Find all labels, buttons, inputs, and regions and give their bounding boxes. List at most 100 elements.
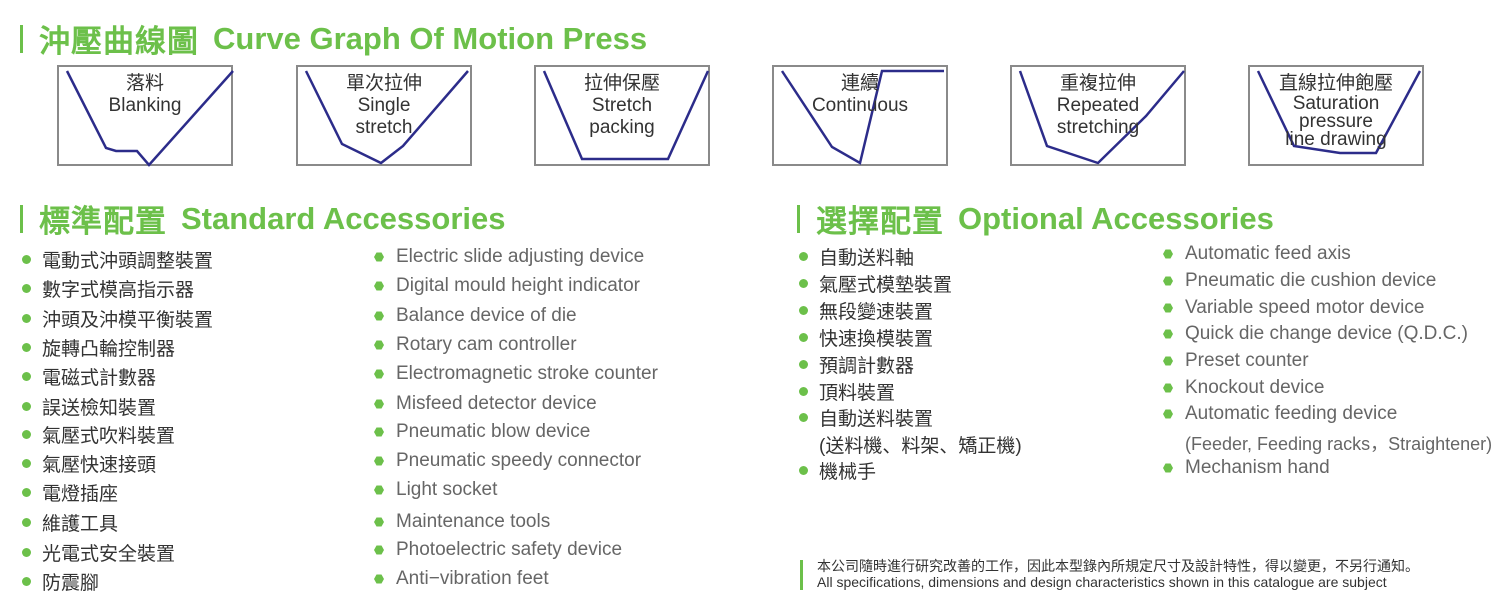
curve-box-saturation-pressure: 直線拉伸飽壓 Saturation pressure line drawing	[1248, 65, 1424, 166]
bullet-icon	[799, 306, 808, 315]
list-item: 機械手	[799, 457, 876, 484]
list-item: Pneumatic blow device	[374, 421, 590, 443]
bullet-icon	[22, 343, 31, 352]
bullet-icon	[799, 387, 808, 396]
bullet-icon	[22, 372, 31, 381]
curve-label-en: Continuous	[811, 95, 909, 116]
standard-title-zh: 標準配置	[39, 204, 167, 239]
bullet-icon	[22, 430, 31, 439]
bullet-icon	[799, 466, 808, 475]
list-item: 光電式安全裝置	[22, 539, 175, 566]
curve-title-en: Curve Graph Of Motion Press	[213, 20, 648, 56]
list-item: Electric slide adjusting device	[374, 246, 644, 268]
optional-title-zh: 選擇配置	[816, 204, 944, 239]
bullet-icon	[374, 427, 384, 437]
curve-label-en: packing	[589, 117, 655, 138]
bullet-icon	[22, 314, 31, 323]
list-item: Mechanism hand	[1163, 457, 1330, 479]
curve-label-en: pressure	[1299, 111, 1373, 132]
list-item: Anti−vibration feet	[374, 568, 549, 590]
bullet-icon	[1163, 329, 1173, 339]
list-item: 旋轉凸輪控制器	[22, 334, 175, 361]
curve-section-title: 沖壓曲線圖 Curve Graph Of Motion Press	[20, 16, 647, 61]
standard-title-en: Standard Accessories	[181, 200, 506, 236]
list-item: Variable speed motor device	[1163, 297, 1424, 319]
curve-box-continuous: 連續 Continuous	[772, 65, 948, 166]
curve-label-zh: 單次拉伸	[345, 73, 422, 94]
list-item: 自動送料軸	[799, 243, 914, 270]
curve-box-stretch-packing: 拉伸保壓 Stretch packing	[534, 65, 710, 166]
curve-label-en: stretching	[1056, 117, 1140, 138]
bullet-icon	[374, 252, 384, 262]
curve-label-en: Repeated	[1056, 95, 1140, 116]
curve-label-zh: 重複拉伸	[1059, 73, 1136, 94]
bullet-icon	[1163, 356, 1173, 366]
list-item: Balance device of die	[374, 305, 577, 327]
list-item: 維護工具	[22, 509, 118, 536]
bullet-icon	[374, 545, 384, 555]
list-item: Digital mould height indicator	[374, 275, 640, 297]
curve-label-en: Single	[357, 95, 411, 116]
list-item: 自動送料裝置	[799, 404, 933, 431]
list-item: Rotary cam controller	[374, 334, 577, 356]
bullet-icon	[1163, 249, 1173, 259]
list-item: 無段變速裝置	[799, 297, 933, 324]
bullet-icon	[22, 518, 31, 527]
bullet-icon	[799, 279, 808, 288]
list-item: 快速換模裝置	[799, 324, 933, 351]
optional-section-title: 選擇配置 Optional Accessories	[797, 196, 1274, 241]
curve-line-saturation-pressure	[1256, 70, 1422, 155]
list-item: Preset counter	[1163, 350, 1309, 372]
curve-title-zh: 沖壓曲線圖	[39, 24, 199, 59]
footer-bar	[800, 560, 803, 590]
curve-label-en: Saturation	[1292, 93, 1380, 114]
bullet-icon	[374, 574, 384, 584]
curve-label-en: Stretch	[591, 95, 653, 116]
list-item: 氣壓快速接頭	[22, 450, 156, 477]
curve-line-blanking	[65, 70, 234, 167]
list-item: Photoelectric safety device	[374, 539, 622, 561]
bullet-icon	[799, 333, 808, 342]
bullet-icon	[22, 402, 31, 411]
bullet-icon	[374, 456, 384, 466]
bullet-icon	[374, 485, 384, 495]
curve-line-continuous	[780, 69, 944, 165]
optional-en-subnote: (Feeder, Feeding racks，Straightener)	[1185, 434, 1493, 454]
bullet-icon	[799, 252, 808, 261]
list-item: Automatic feeding device	[1163, 403, 1397, 425]
bullet-icon	[22, 488, 31, 497]
list-item: 數字式模高指示器	[22, 275, 194, 302]
curve-label-en: Blanking	[108, 95, 182, 116]
title-bar	[20, 24, 23, 53]
list-item: 防震腳	[22, 568, 99, 595]
curve-label-zh: 直線拉伸飽壓	[1278, 73, 1393, 94]
curve-label-en: stretch	[355, 117, 413, 138]
bullet-icon	[22, 284, 31, 293]
list-item: Automatic feed axis	[1163, 243, 1351, 265]
bullet-icon	[374, 281, 384, 291]
list-item: Pneumatic die cushion device	[1163, 270, 1436, 292]
curve-box-single-stretch: 單次拉伸 Single stretch	[296, 65, 472, 166]
bullet-icon	[374, 517, 384, 527]
bullet-icon	[374, 311, 384, 321]
list-item: Misfeed detector device	[374, 393, 597, 415]
list-item: 電動式沖頭調整裝置	[22, 246, 213, 273]
list-item: Knockout device	[1163, 377, 1324, 399]
footer-line-en: All specifications, dimensions and desig…	[817, 574, 1387, 590]
list-item: Electromagnetic stroke counter	[374, 363, 658, 385]
bullet-icon	[22, 255, 31, 264]
curve-label-zh: 落料	[125, 73, 164, 94]
bullet-icon	[374, 399, 384, 409]
title-bar	[20, 204, 23, 233]
curve-box-repeated-stretching: 重複拉伸 Repeated stretching	[1010, 65, 1186, 166]
curve-line-repeated-stretching	[1018, 70, 1185, 165]
bullet-icon	[1163, 463, 1173, 473]
bullet-icon	[1163, 303, 1173, 313]
list-item: 頂料裝置	[799, 378, 895, 405]
bullet-icon	[1163, 276, 1173, 286]
list-item: 預調計數器	[799, 351, 914, 378]
list-item: Quick die change device (Q.D.C.)	[1163, 323, 1468, 345]
curve-box-blanking: 落料 Blanking	[57, 65, 234, 167]
bullet-icon	[22, 459, 31, 468]
curve-line-stretch-packing	[542, 70, 710, 161]
